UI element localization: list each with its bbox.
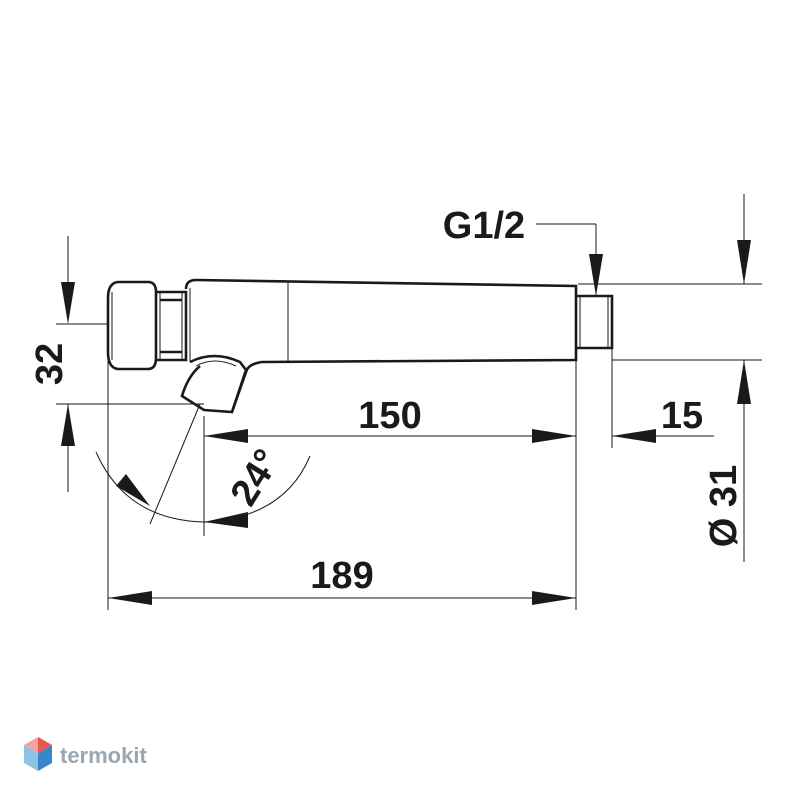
- thread-callout-g12: G1/2: [443, 205, 603, 296]
- label-189: 189: [310, 555, 373, 597]
- label-150: 150: [358, 395, 421, 437]
- faucet-outline: [106, 278, 614, 414]
- dimension-total-189: 189: [107, 330, 576, 610]
- label-g12: G1/2: [443, 205, 525, 247]
- logo-facet-bottom-left: [24, 745, 38, 771]
- button-collar: [156, 290, 188, 362]
- dimension-diameter-31: Ø 31: [578, 194, 762, 562]
- watermark-text: termokit: [60, 743, 147, 768]
- label-32: 32: [29, 343, 71, 385]
- push-button-cap: [106, 280, 158, 371]
- faucet-tube: [184, 278, 578, 413]
- termokit-logo-icon: [24, 737, 52, 771]
- label-24: 24°: [223, 442, 289, 513]
- watermark: termokit: [24, 737, 147, 771]
- label-diameter-31: Ø 31: [703, 465, 745, 547]
- dimension-height-32: 32: [29, 236, 204, 492]
- logo-facet-bottom-right: [38, 745, 52, 771]
- dimension-thread-15: 15: [611, 348, 714, 448]
- label-15: 15: [661, 395, 703, 437]
- logo-facet-top-left: [24, 737, 38, 753]
- logo-facet-top-right: [38, 737, 52, 753]
- dimension-length-150: 150: [203, 360, 577, 610]
- dimension-angle-24: 24°: [95, 403, 311, 528]
- threaded-connector: [576, 294, 614, 350]
- spout: [180, 354, 248, 414]
